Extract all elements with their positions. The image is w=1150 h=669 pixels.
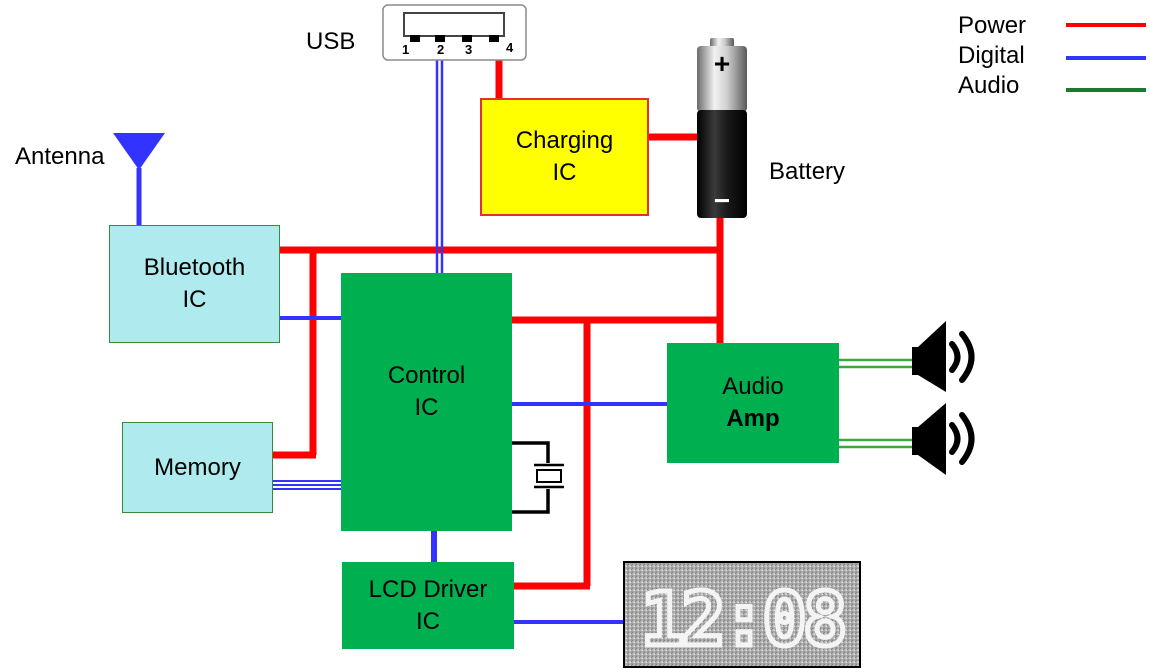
memory-label: Memory [154,453,241,481]
lcd-driver-ic-label-line2: IC [416,607,440,635]
usb-pin-4: 4 [506,40,514,55]
legend-digital-line [1066,56,1146,60]
lcd-driver-ic-block: LCD Driver IC [342,562,514,649]
charging-ic-label-line1: Charging [515,127,614,154]
lcd-display-icon: 12:08 [623,561,861,668]
bluetooth-ic-label-line1: Bluetooth [143,254,246,281]
crystal-oscillator-icon [511,441,564,514]
charging-ic-label-line2: IC [552,159,577,186]
antenna-label: Antenna [15,143,105,170]
usb-pin-2: 2 [437,42,444,57]
legend-power-label: Power [958,12,1027,39]
battery-minus-symbol: − [714,185,730,216]
bluetooth-ic-block: Bluetooth IC [109,225,280,343]
usb-pin-1: 1 [402,42,409,57]
usb-pin-3: 3 [465,42,472,57]
charging-ic-block: Charging IC [480,98,649,216]
legend-digital-label: Digital [958,42,1025,69]
memory-block: Memory [122,422,273,513]
power-wires [272,60,724,590]
legend-audio-label: Audio [958,72,1020,99]
speaker-1-icon [912,321,975,392]
usb-connector-icon: 1 2 3 4 [382,4,527,61]
bluetooth-ic-label-line2: IC [182,286,207,313]
audio-amp-label-line2: Amp [726,405,780,432]
audio-amp-label-line1: Audio [722,373,784,400]
usb-label: USB [306,28,356,55]
speaker-2-icon [912,403,975,475]
battery-icon: + − [697,38,747,218]
audio-amp-block: Audio Amp [667,343,839,463]
audio-wires [838,358,912,449]
antenna-icon [113,133,165,170]
control-ic-block: Control IC [341,273,512,531]
digital-wires [136,55,668,624]
battery-plus-symbol: + [714,48,730,79]
legend-audio-line [1066,88,1146,92]
control-ic-label-line2: IC [414,394,439,421]
lcd-driver-ic-label-line1: LCD Driver [368,575,488,603]
lcd-display-digits: 12:08 [641,577,844,663]
battery-label: Battery [769,158,846,185]
control-ic-label-line1: Control [387,362,466,389]
legend-power-line [1066,23,1146,27]
